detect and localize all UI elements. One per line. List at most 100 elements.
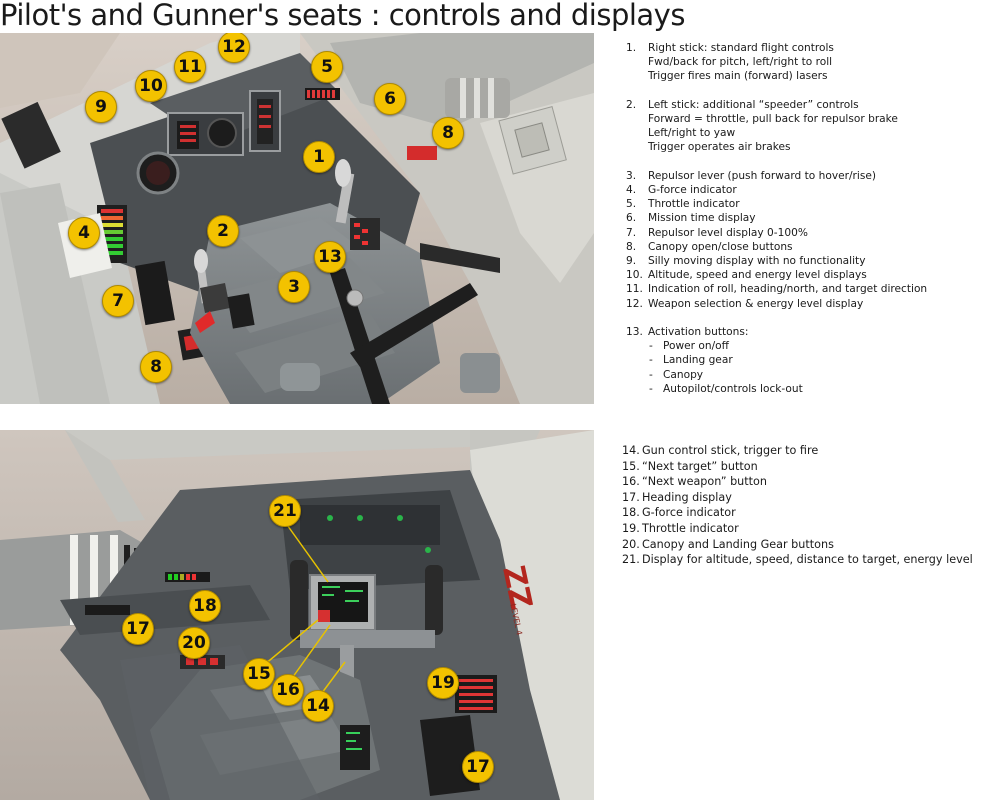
legend-text: G-force indicator: [642, 506, 736, 520]
legend-text: Canopy and Landing Gear buttons: [642, 537, 834, 551]
legend-text: “Next weapon” button: [642, 475, 767, 489]
pilot-cockpit-illustration: [0, 33, 594, 404]
callout-17-right: 17: [462, 751, 494, 783]
legend-item: 18.G-force indicator: [622, 505, 973, 521]
callout-9: 9: [85, 91, 117, 123]
legend-item: 10. Altitude, speed and energy level disp…: [626, 268, 927, 282]
page-title: Pilot's and Gunner's seats : controls an…: [0, 0, 685, 32]
legend-number: 2.: [626, 98, 637, 111]
legend-item: 6. Mission time display: [626, 211, 927, 225]
legend-item: 5. Throttle indicator: [626, 197, 927, 211]
legend-text: Canopy open/close buttons: [648, 240, 793, 253]
legend-item: 14.Gun control stick, trigger to fire: [622, 443, 973, 459]
callout-20: 20: [178, 627, 210, 659]
legend-text: Repulsor level display 0-100%: [648, 226, 808, 239]
legend-text: Activation buttons:: [648, 326, 749, 339]
gunner-cockpit-illustration: [0, 430, 594, 800]
legend-number: 4.: [626, 184, 637, 196]
legend-text: Heading display: [642, 490, 732, 504]
callout-19: 19: [427, 667, 459, 699]
callout-2: 2: [207, 215, 239, 247]
legend-number: 1.: [626, 42, 637, 54]
callout-15: 15: [243, 658, 275, 690]
pilot-legend: 1. Right stick: standard flight controls…: [626, 41, 927, 396]
legend-text: Display for altitude, speed, distance to…: [642, 553, 973, 567]
callout-7: 7: [102, 285, 134, 317]
legend-item: 11. Indication of roll, heading/north, an…: [626, 282, 927, 296]
callout-12: 12: [218, 33, 250, 63]
legend-text: Trigger operates air brakes: [648, 141, 791, 154]
callout-13: 13: [314, 241, 346, 273]
legend-number: 9.: [626, 255, 637, 268]
legend-number: 19.: [622, 521, 640, 535]
callout-8-top: 8: [432, 117, 464, 149]
legend-item: 21.Display for altitude, speed, distance…: [622, 552, 973, 568]
callout-21: 21: [269, 495, 301, 527]
legend-text: Altitude, speed and energy level display…: [648, 269, 867, 282]
callout-5: 5: [311, 51, 343, 83]
legend-number: 7.: [626, 226, 637, 239]
legend-number: 16.: [622, 475, 640, 489]
legend-item: 16.“Next weapon” button: [622, 474, 973, 490]
legend-number: 5.: [626, 198, 637, 211]
legend-item-2: 2. Left stick: additional “speeder” cont…: [626, 98, 927, 155]
legend-item: 4. G-force indicator: [626, 183, 927, 197]
legend-text: Left/right to yaw: [648, 127, 736, 140]
legend-number: 18.: [622, 506, 640, 520]
legend-text: Throttle indicator: [648, 198, 740, 211]
callout-14: 14: [302, 690, 334, 722]
legend-number: 6.: [626, 212, 637, 225]
legend-text: G-force indicator: [648, 184, 737, 196]
callout-6: 6: [374, 83, 406, 115]
legend-number: 10.: [626, 269, 643, 282]
legend-subitem: -Landing gear: [649, 354, 733, 367]
legend-item: 12. Weapon selection & energy level displ…: [626, 297, 927, 311]
legend-text: Repulsor lever (push forward to hover/ri…: [648, 169, 877, 182]
callout-18: 18: [189, 590, 221, 622]
legend-text: Trigger fires main (forward) lasers: [648, 70, 828, 83]
legend-item: 15.“Next target” button: [622, 459, 973, 475]
callout-8-bottom: 8: [140, 351, 172, 383]
callout-17-left: 17: [122, 613, 154, 645]
legend-text: Gun control stick, trigger to fire: [642, 444, 819, 457]
legend-item-1: 1. Right stick: standard flight controls…: [626, 41, 927, 84]
legend-text: Weapon selection & energy level display: [648, 297, 864, 310]
legend-text: “Next target” button: [642, 459, 758, 473]
legend-text: Silly moving display with no functionali…: [648, 255, 866, 268]
legend-subitem: -Canopy: [649, 368, 704, 381]
legend-item: 8. Canopy open/close buttons: [626, 240, 927, 254]
legend-number: 15.: [622, 459, 640, 473]
pilot-cockpit-render: 1 2 3 4 5 6 7 8 8 9 10 11 12 13: [0, 33, 594, 404]
callout-10: 10: [135, 70, 167, 102]
legend-text: Fwd/back for pitch, left/right to roll: [648, 56, 833, 69]
callout-3: 3: [278, 271, 310, 303]
legend-item: 17.Heading display: [622, 490, 973, 506]
gunner-cockpit-render: ZZ LEVEL 4 21 17 18 20 15 16 14 19 17: [0, 430, 594, 800]
legend-text: Forward = throttle, pull back for repuls…: [648, 113, 898, 125]
legend-number: 11.: [626, 283, 643, 296]
legend-text: Left stick: additional “speeder” control…: [648, 98, 859, 111]
legend-item: 20.Canopy and Landing Gear buttons: [622, 537, 973, 553]
legend-item-13: 13. Activation buttons:: [626, 325, 927, 339]
legend-item: 3. Repulsor lever (push forward to hover/…: [626, 169, 927, 183]
callout-1: 1: [303, 141, 335, 173]
legend-text: Throttle indicator: [642, 521, 739, 535]
callout-11: 11: [174, 51, 206, 83]
legend-text: Mission time display: [648, 212, 756, 225]
callout-16: 16: [272, 674, 304, 706]
legend-number: 3.: [626, 169, 637, 182]
legend-item: 7. Repulsor level display 0-100%: [626, 226, 927, 240]
legend-number: 20.: [622, 537, 640, 551]
legend-subitem: -Autopilot/controls lock-out: [649, 382, 803, 395]
legend-subitem: -Power on/off: [649, 340, 729, 353]
callout-4: 4: [68, 217, 100, 249]
legend-text: Right stick: standard flight controls: [648, 42, 834, 54]
legend-text: Indication of roll, heading/north, and t…: [648, 283, 928, 296]
legend-number: 21.: [622, 553, 640, 567]
legend-number: 17.: [622, 490, 640, 504]
legend-item: 9. Silly moving display with no functiona…: [626, 254, 927, 268]
legend-number: 8.: [626, 240, 637, 253]
legend-number: 13.: [626, 326, 643, 339]
legend-number: 12.: [626, 297, 643, 310]
